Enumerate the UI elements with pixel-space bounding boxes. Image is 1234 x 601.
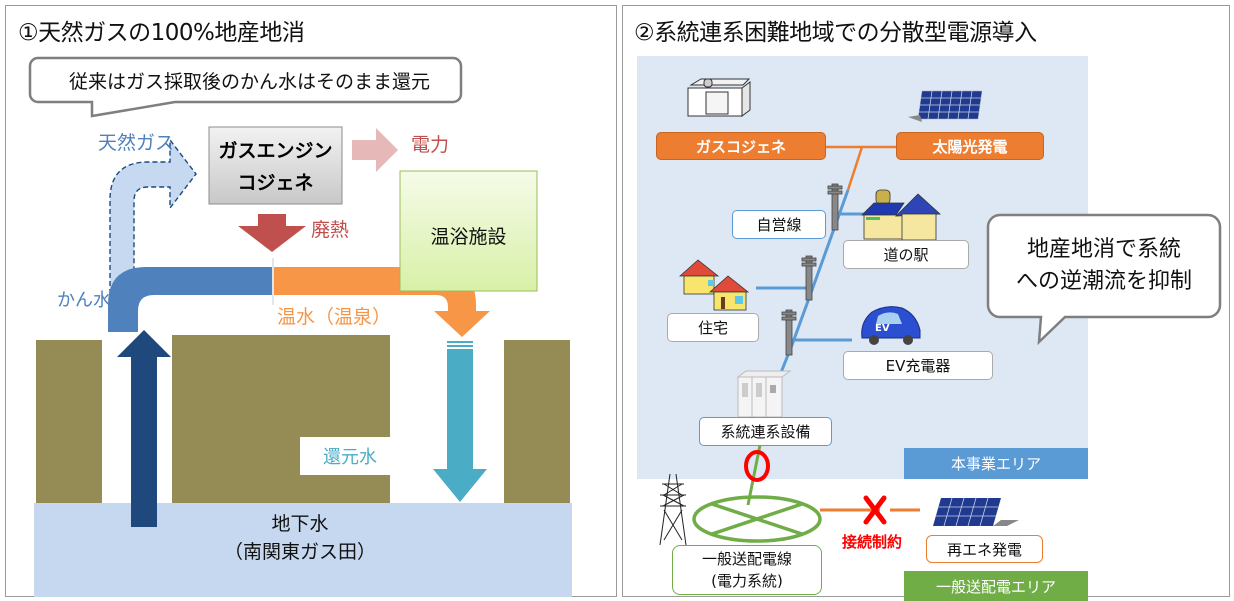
waste-heat-label: 廃熱 (311, 219, 350, 241)
right-callout-line1: 地産地消で系統 (1026, 237, 1181, 262)
ev-badge: EV (875, 323, 890, 334)
blocked-x-icon (863, 495, 887, 525)
ev-car-icon (861, 306, 921, 345)
callout-bubble (28, 56, 463, 118)
transmission-tower-icon (659, 473, 687, 546)
project-area-label: 本事業エリア (950, 455, 1041, 473)
grid-connection-equipment-icon (736, 370, 792, 418)
brine-label: かん水 (57, 290, 111, 311)
project-area-strip (904, 448, 1088, 479)
groundwater-label-line1: 地下水 (271, 512, 329, 535)
houses-icon (678, 259, 750, 311)
engine-box-line1: ガスエンジン (218, 139, 333, 162)
right-callout-bubble (986, 213, 1222, 346)
power-arrow (352, 128, 398, 172)
general-area-label: 一般送配電エリア (935, 577, 1056, 596)
housing-label: 住宅 (667, 313, 759, 342)
hot-water-label: 温水（温泉） (277, 306, 392, 328)
left-panel-title: ①天然ガスの100%地産地消 (18, 20, 305, 46)
ev-charger-label: EV充電器 (843, 351, 993, 380)
transmission-line-label1: 一般送配電線 (701, 549, 792, 568)
right-callout-line2: への逆潮流を抑制 (1015, 269, 1192, 294)
return-water-down-arrow (433, 349, 487, 502)
transmission-line-box (672, 545, 822, 595)
gas-engine-cogen-box (208, 126, 343, 205)
power-label: 電力 (411, 134, 450, 156)
solar-panel-icon-bottom (933, 497, 1019, 527)
solar-label: 太陽光発電 (896, 132, 1044, 160)
roadside-station-label: 道の駅 (843, 240, 969, 269)
private-line-label: 自営線 (732, 210, 826, 239)
bath-facility-label: 温浴施設 (430, 225, 507, 248)
ok-circle-icon (744, 450, 770, 482)
groundwater-area (34, 503, 572, 597)
callout-text: 従来はガス採取後のかん水はそのまま還元 (68, 70, 430, 93)
ground-block-3 (504, 340, 570, 504)
natural-gas-label: 天然ガス (98, 132, 175, 154)
brine-pipe (108, 267, 272, 332)
return-water-label: 還元水 (323, 447, 377, 468)
groundwater-label-line2: （南関東ガス田） (223, 540, 376, 563)
gas-cogen-icon (687, 78, 751, 117)
transmission-line-label2: (電力系統) (711, 571, 783, 590)
ground-block-2 (172, 335, 390, 504)
grid-connection-label: 系統連系設備 (699, 417, 832, 446)
roadside-station-icon (861, 189, 941, 241)
right-panel-title: ②系統連系困難地域での分散型電源導入 (634, 20, 1037, 46)
grid-ring-icon (692, 495, 822, 543)
ground-block-1 (36, 340, 102, 504)
natural-gas-arrow (109, 137, 197, 312)
engine-box-line2: コジェネ (237, 171, 314, 194)
connection-constraint-label: 接続制約 (842, 533, 903, 551)
extraction-up-arrow (117, 330, 171, 527)
renewable-label: 再エネ発電 (926, 535, 1043, 563)
gas-cogen-label: ガスコジェネ (656, 132, 826, 160)
solar-panel-icon-top (908, 90, 983, 122)
bath-facility-box (399, 170, 538, 292)
waste-heat-arrow (238, 214, 306, 252)
general-area-strip (904, 571, 1088, 601)
utility-pole-icon (781, 183, 843, 356)
left-diagram-shapes (28, 56, 572, 597)
